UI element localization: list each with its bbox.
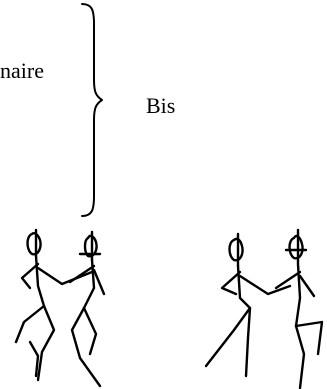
- lyric-line-fragment: naire: [0, 58, 44, 83]
- right-curly-brace: [81, 3, 103, 217]
- repeat-label: Bis: [146, 93, 176, 118]
- dancer-head: [26, 232, 42, 256]
- dance-figures-illustration: [14, 228, 324, 389]
- dancer-pair-right: [204, 228, 324, 389]
- dancer-pair-left: [14, 228, 106, 388]
